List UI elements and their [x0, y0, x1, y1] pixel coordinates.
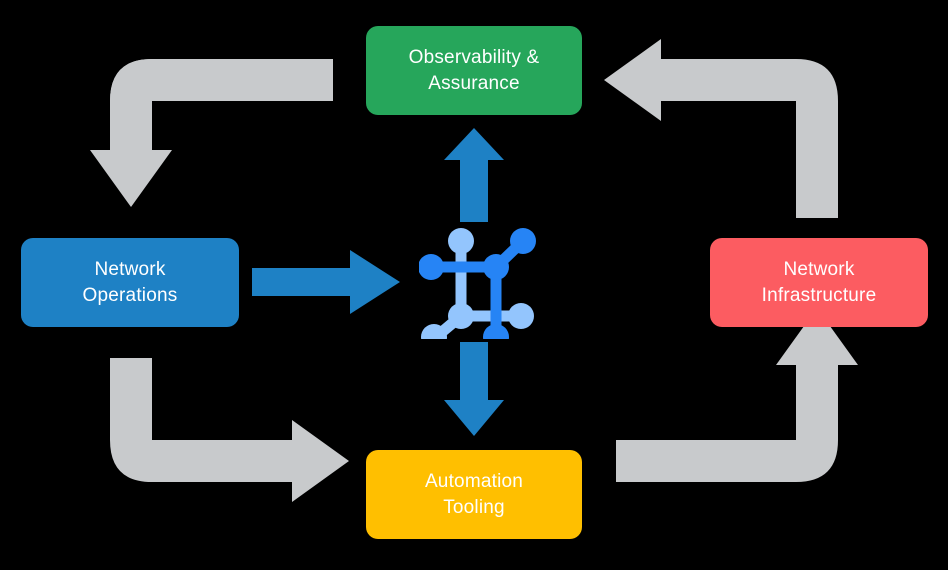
connector-infrastructure-to-observability: [604, 39, 838, 218]
node-observability-and-assurance[interactable]: Observability & Assurance: [366, 26, 582, 115]
node-automation-label: Automation Tooling: [424, 471, 524, 518]
connector-center-to-observability: [444, 128, 504, 222]
node-automation-tooling[interactable]: Automation Tooling: [366, 450, 582, 539]
topology-secondary-nodes: [421, 228, 534, 339]
topology-primary-nodes: [419, 228, 536, 339]
node-observability-label: Observability & Assurance: [408, 47, 540, 94]
node-infrastructure-label: Network Infrastructure: [761, 259, 877, 306]
node-network-infrastructure[interactable]: Network Infrastructure: [710, 238, 928, 327]
connector-operations-to-automation: [110, 358, 349, 502]
connector-operations-to-center: [252, 250, 400, 314]
node-network-operations[interactable]: Network Operations: [21, 238, 239, 327]
connector-center-to-automation: [444, 342, 504, 436]
node-operations-label: Network Operations: [82, 259, 178, 306]
connector-automation-to-infrastructure: [616, 308, 858, 482]
network-topology-icon: [419, 228, 536, 339]
connector-observability-to-operations-shape: [90, 59, 333, 207]
